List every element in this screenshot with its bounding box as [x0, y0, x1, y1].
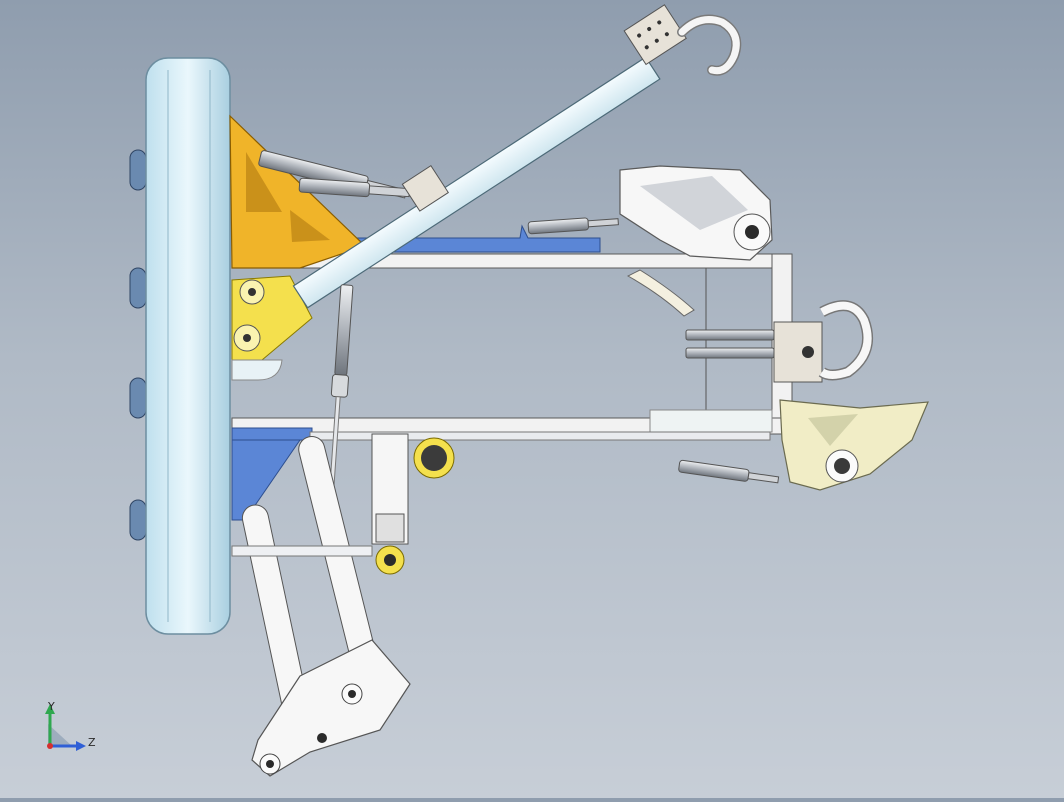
x-axis-dot [47, 743, 53, 749]
triad-y-label: Y [47, 700, 55, 713]
long-diagonal-arm [292, 4, 742, 309]
right-mount-hook [685, 300, 873, 383]
upper-right-linkage [527, 165, 773, 317]
leg-linkage-arms [231, 435, 387, 741]
coordinate-triad: Y Z [45, 700, 96, 751]
foot-plate [251, 639, 411, 777]
tank-track [129, 57, 231, 635]
upper-actuators [258, 150, 411, 199]
triad-z-label: Z [88, 736, 96, 749]
lower-blue-rail [231, 427, 771, 521]
lower-right-plate [678, 399, 929, 491]
yellow-gear-plate [231, 275, 313, 381]
center-motor-block [371, 433, 455, 575]
